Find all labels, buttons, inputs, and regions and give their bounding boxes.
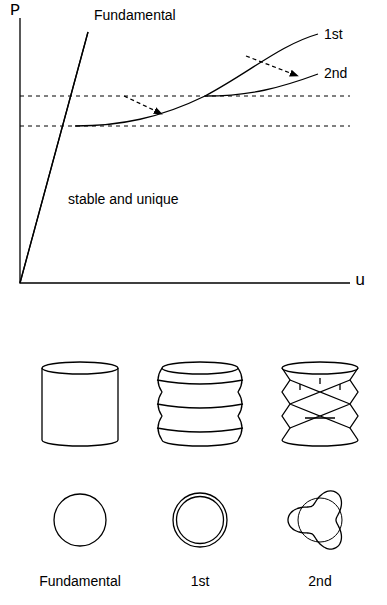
mode-label: 2nd [308, 574, 331, 589]
fundamental-path [20, 32, 88, 283]
mode-label: Fundamental [39, 574, 121, 589]
path-label: 2nd [324, 66, 347, 81]
jump-arrow [124, 96, 162, 114]
section-first-mode [173, 493, 227, 547]
axes [20, 18, 350, 283]
mode-label: 1st [191, 574, 210, 589]
second-path [205, 74, 318, 96]
section-second-mode [288, 491, 341, 549]
cylinder-first-mode [157, 362, 243, 446]
path-label: 1st [324, 27, 343, 42]
region-label: stable and unique [68, 192, 179, 207]
cylinder-second-mode [282, 362, 358, 446]
axis-label: P [10, 2, 20, 21]
first-path [75, 34, 318, 126]
path-label: Fundamental [94, 8, 176, 23]
critical-load-line [20, 96, 350, 97]
cylinder-fundamental [42, 362, 118, 446]
axis-label: u [355, 272, 365, 291]
jump-arrow [246, 56, 298, 76]
section-fundamental [54, 494, 106, 546]
fundamental-path [20, 32, 88, 283]
critical-load-line [20, 126, 350, 127]
